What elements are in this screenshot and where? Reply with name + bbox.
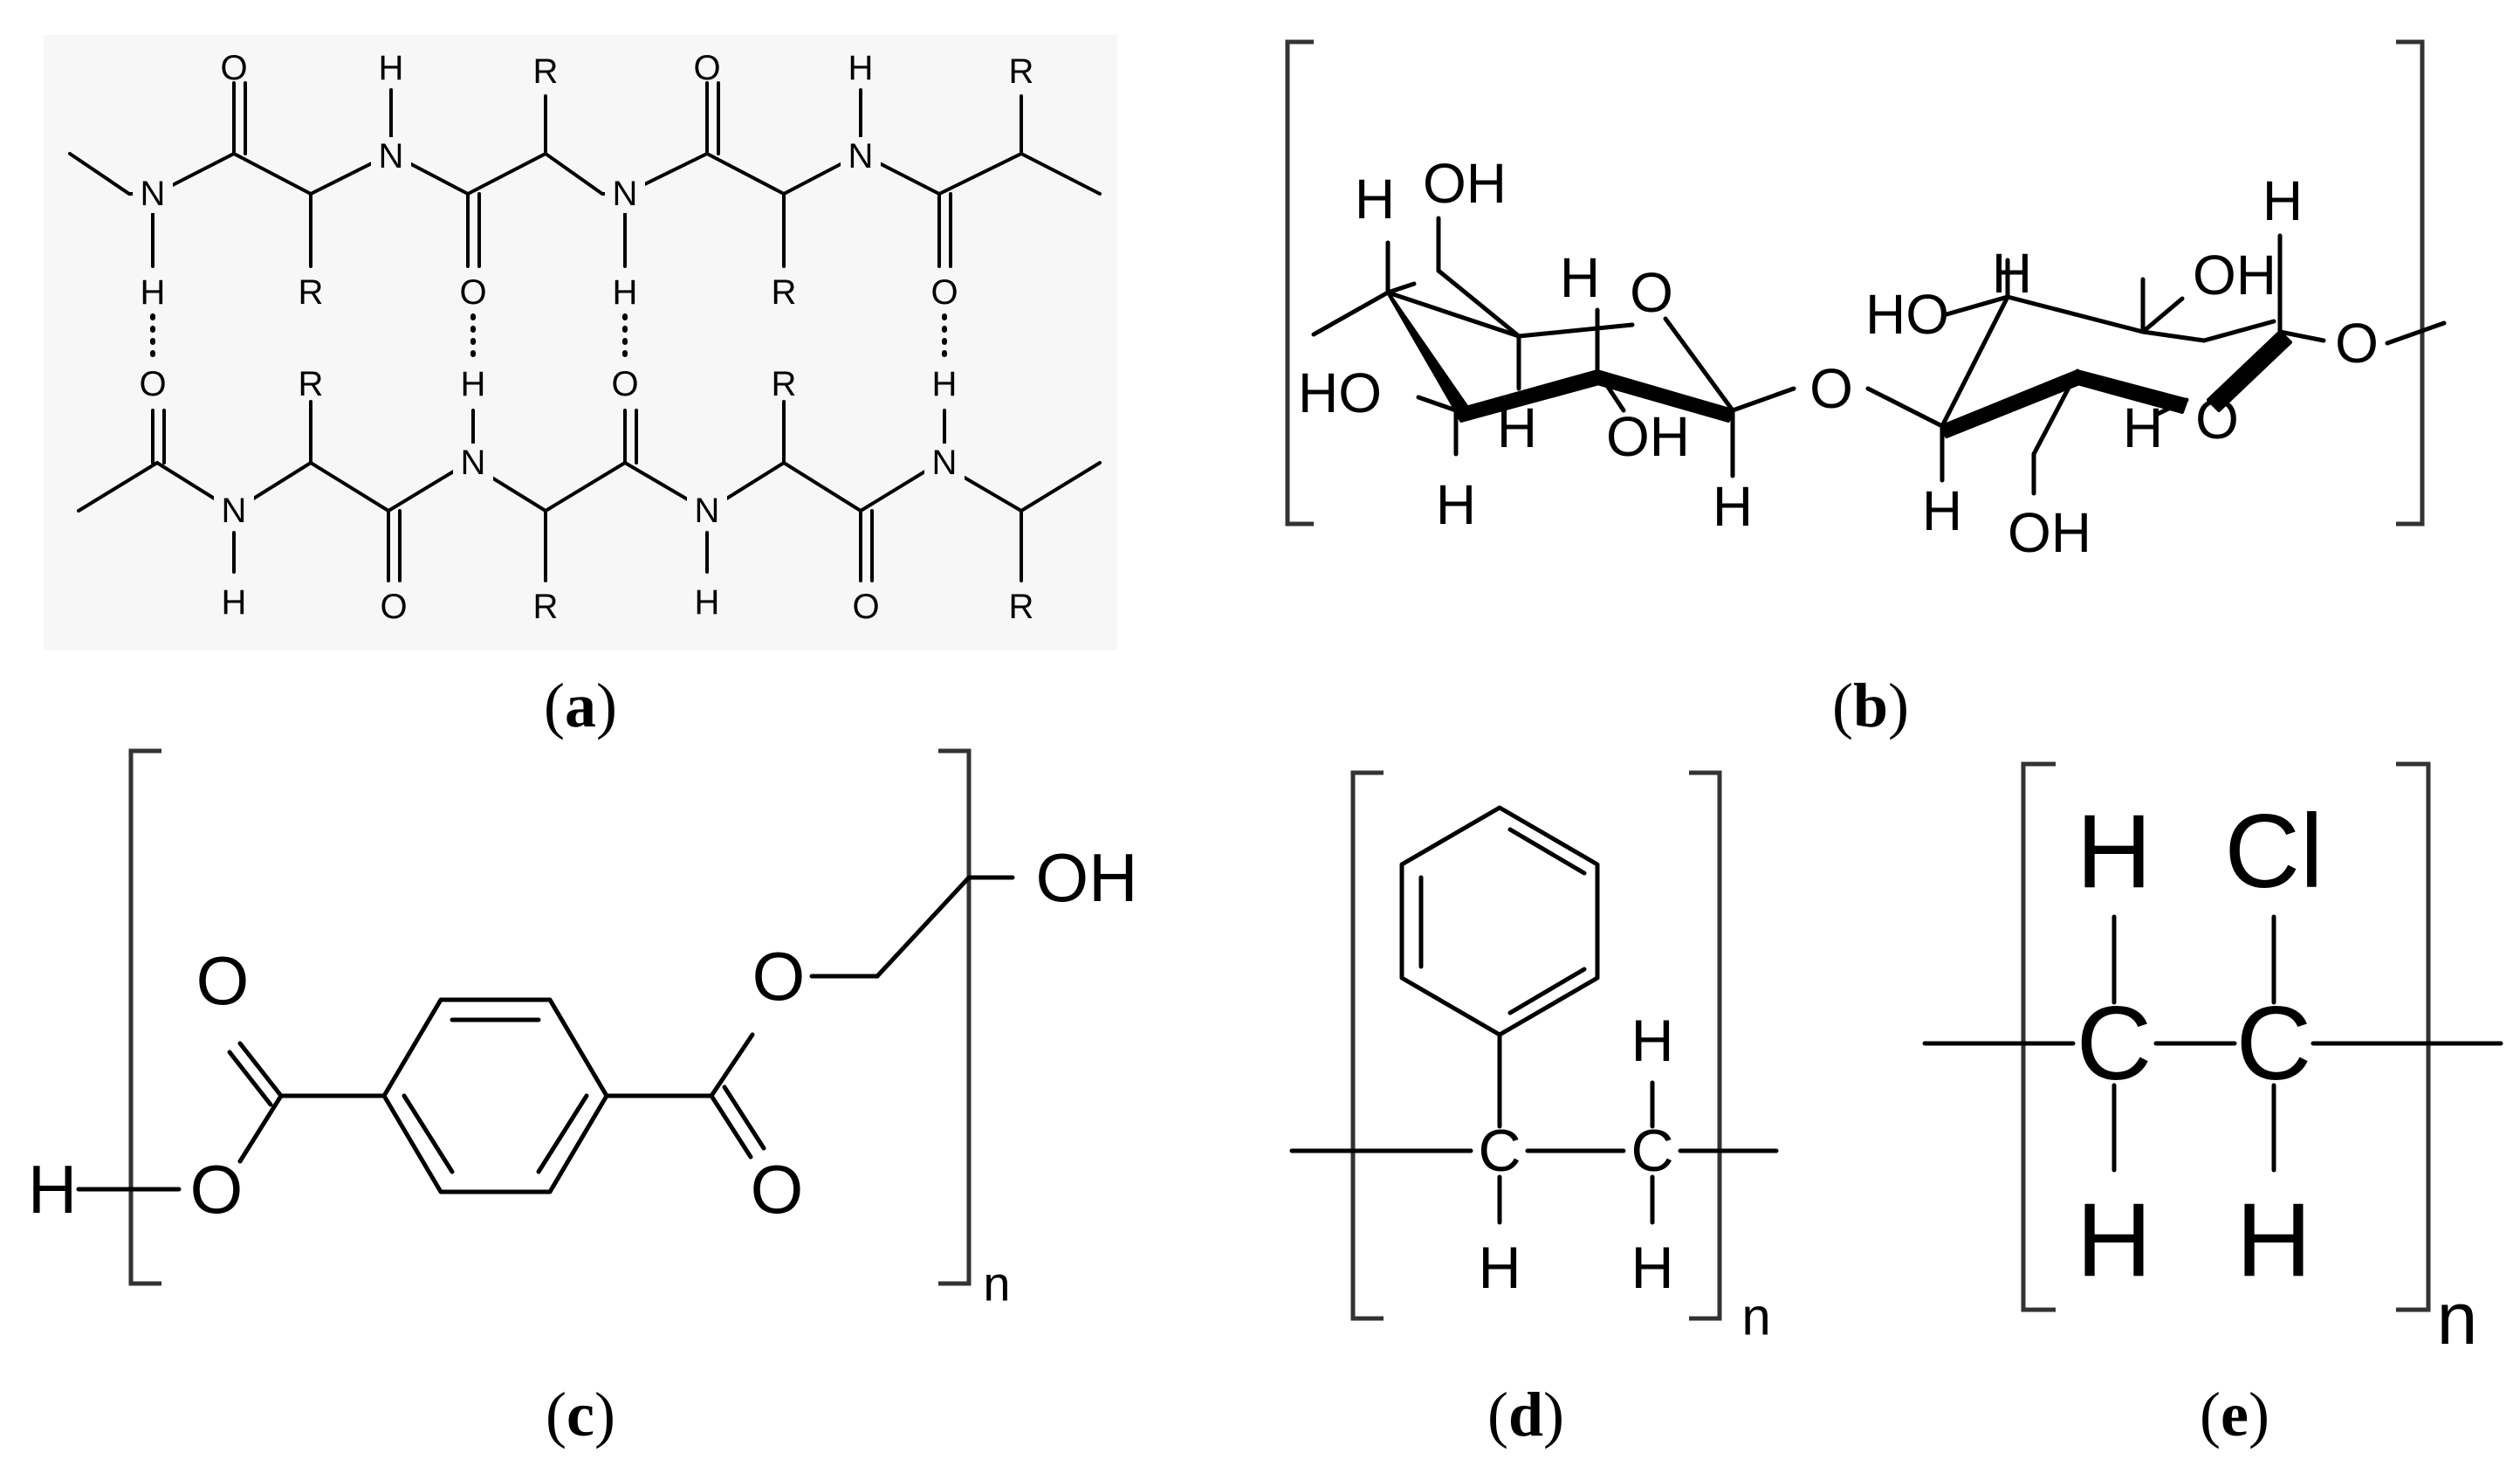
atom-label: N (379, 137, 404, 176)
atom-label: H (2077, 793, 2153, 910)
atom-label: H (1355, 168, 1395, 231)
atom-label: O (196, 942, 250, 1019)
atom-label: O (930, 273, 958, 312)
panel-a-background (44, 35, 1117, 651)
caption-c: (c) (546, 1380, 615, 1449)
atom-label: H (2077, 1181, 2153, 1298)
atom-label: C (1631, 1118, 1673, 1184)
atom-label: N (695, 492, 720, 530)
caption-b: (b) (1832, 671, 1909, 740)
atom-label: R (299, 273, 324, 312)
panel-e-structure: C C H Cl H H n (1922, 761, 2503, 1360)
atom-label: OH (2193, 244, 2276, 306)
atom-label: R (533, 588, 559, 626)
atom-label: R (1009, 52, 1034, 91)
atom-label: O (2335, 312, 2379, 375)
atom-label: O (752, 938, 806, 1015)
subscript-n: n (1741, 1288, 1770, 1346)
atom-label: O (1630, 261, 1673, 324)
atom-label: OH (1606, 405, 1690, 468)
atom-label: O (459, 273, 486, 312)
atom-label: O (190, 1151, 244, 1228)
atom-label: H (932, 365, 958, 403)
atom-label: O (380, 588, 407, 626)
atom-label: H (222, 583, 247, 622)
atom-label: H (1992, 242, 2032, 305)
atom-label: H (2263, 169, 2303, 232)
atom-label: H (379, 49, 404, 87)
atom-label: H (613, 273, 638, 312)
atom-label: OH (1423, 152, 1507, 215)
caption-d: (d) (1487, 1380, 1564, 1449)
atom-label: OH (2008, 501, 2091, 564)
atom-label: HO (1865, 283, 1949, 346)
atom-label: H (461, 365, 486, 403)
atom-label: H (1560, 246, 1600, 309)
atom-label: H (1497, 396, 1537, 459)
atom-label: R (1009, 588, 1034, 626)
atom-label: HO (1298, 361, 1382, 424)
atom-label: H (695, 583, 720, 622)
atom-label: O (611, 365, 638, 403)
subscript-n: n (2437, 1277, 2478, 1360)
atom-label: H (1922, 479, 1962, 542)
atom-label: O (852, 588, 879, 626)
atom-label: N (222, 492, 247, 530)
atom-label: H (1478, 1235, 1521, 1301)
atom-label: R (533, 52, 559, 91)
atom-label: O (139, 365, 166, 403)
atom-label: R (299, 365, 324, 403)
atom-label: R (772, 365, 797, 403)
atom-label: H (848, 49, 874, 87)
panel-b-structure: H OH H O HO H OH H H O HO H OH H O H O H… (1285, 39, 2447, 564)
atom-label: O (220, 49, 247, 87)
atom-label: H (28, 1151, 77, 1228)
atom-label: H (1713, 475, 1753, 538)
atom-label: C (1478, 1118, 1521, 1184)
atom-label: C (2077, 985, 2153, 1102)
atom-label: O (2195, 388, 2239, 451)
atom-label: H (1631, 1235, 1673, 1301)
caption-e: (e) (2200, 1380, 2269, 1449)
atom-label: O (693, 49, 720, 87)
subscript-n: n (983, 1256, 1010, 1311)
atom-label: N (613, 175, 638, 213)
atom-label: R (772, 273, 797, 312)
atom-label: N (932, 444, 958, 482)
panel-d-structure: C C H H H n (1289, 770, 1779, 1346)
caption-a: (a) (544, 671, 617, 740)
atom-label: C (2236, 985, 2312, 1102)
atom-label: H (1631, 1008, 1673, 1074)
atom-label: Cl (2224, 793, 2323, 910)
atom-label: H (1436, 473, 1476, 536)
atom-label: N (848, 137, 874, 176)
atom-label: H (2236, 1181, 2312, 1298)
atom-label: H (2123, 396, 2163, 459)
panel-c-structure: H O O O O OH n (28, 748, 1138, 1311)
atom-label: H (141, 273, 166, 312)
atom-label: O (751, 1151, 804, 1228)
atom-label: O (1809, 357, 1853, 420)
atom-label: N (141, 175, 166, 213)
panel-a-structure: O H R O H R N N N N H R O H R O O R H O … (44, 35, 1117, 651)
atom-label: N (461, 444, 486, 482)
atom-label: OH (1036, 839, 1138, 916)
